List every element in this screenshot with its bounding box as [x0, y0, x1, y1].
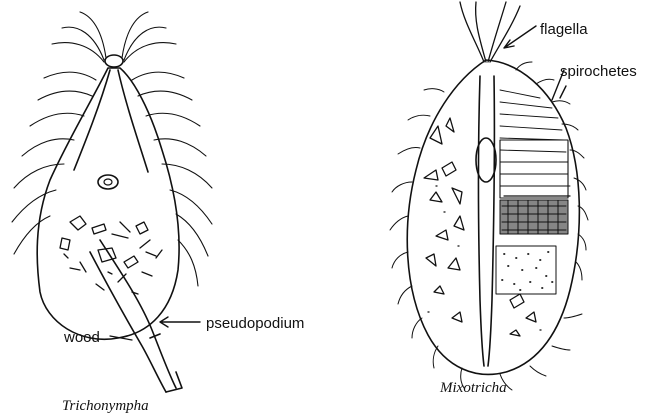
wood-fragment — [150, 334, 182, 392]
pseudopodium-leader — [160, 317, 200, 327]
mixotricha-caption: Mixotricha — [439, 380, 507, 396]
flagella-label: flagella — [540, 21, 588, 38]
spirochetes-label: spirochetes — [560, 63, 637, 80]
trichonympha-pseudopodium — [90, 240, 176, 392]
spirochete-band — [500, 90, 570, 198]
trichonympha-wood-particles — [60, 216, 162, 294]
trichonympha-flagella — [12, 12, 212, 286]
dense-hatched-block — [500, 200, 568, 234]
pseudopodium-label: pseudopodium — [206, 315, 304, 332]
mixotricha-flagella — [460, 2, 520, 62]
mixotricha-axostyle — [479, 76, 495, 366]
trichonympha-rostrum-inner — [74, 70, 148, 172]
wood-label: wood — [63, 329, 100, 346]
trichonympha-nucleus — [98, 175, 118, 189]
stippled-block — [496, 246, 556, 294]
mixotricha-organism — [390, 2, 588, 390]
mixotricha-hairs — [390, 89, 582, 390]
trichonympha-organism — [12, 12, 212, 392]
trichonympha-cap — [105, 55, 123, 67]
trichonympha-caption: Trichonympha — [62, 398, 149, 414]
trichonympha-body — [37, 68, 179, 339]
